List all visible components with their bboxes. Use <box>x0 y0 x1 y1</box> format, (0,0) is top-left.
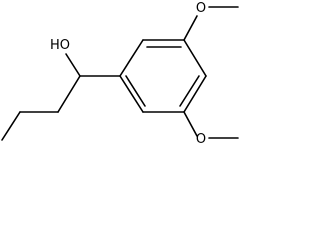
bond-carbinol-to-oh <box>65 53 81 77</box>
ring-bond-c4-c5 <box>183 75 207 113</box>
benzene-ring <box>119 39 207 113</box>
ring-double-bond-inner-left <box>125 75 146 107</box>
ring-bond-c3-c4 <box>183 39 207 77</box>
chemical-structure-diagram: O O HO <box>1 1 239 147</box>
hydroxyl-label: HO <box>50 38 70 53</box>
methoxy-top: O <box>183 1 239 41</box>
oxygen-label-top: O <box>196 1 206 16</box>
methoxy-bottom: O <box>183 111 239 147</box>
butanol-side-chain: HO <box>1 38 121 141</box>
bond-ring-to-o-top <box>183 15 198 41</box>
oxygen-label-bottom: O <box>196 132 206 147</box>
structure-canvas: O O HO <box>0 0 246 155</box>
bond-carbinol-to-c2 <box>57 75 81 113</box>
bond-ring-to-o-bottom <box>183 111 198 137</box>
ring-bond-c6-c1 <box>119 75 144 113</box>
ring-bond-c1-c2 <box>119 39 144 77</box>
ring-double-bond-inner-right <box>179 75 200 107</box>
bond-c3-to-c4 <box>1 111 21 141</box>
